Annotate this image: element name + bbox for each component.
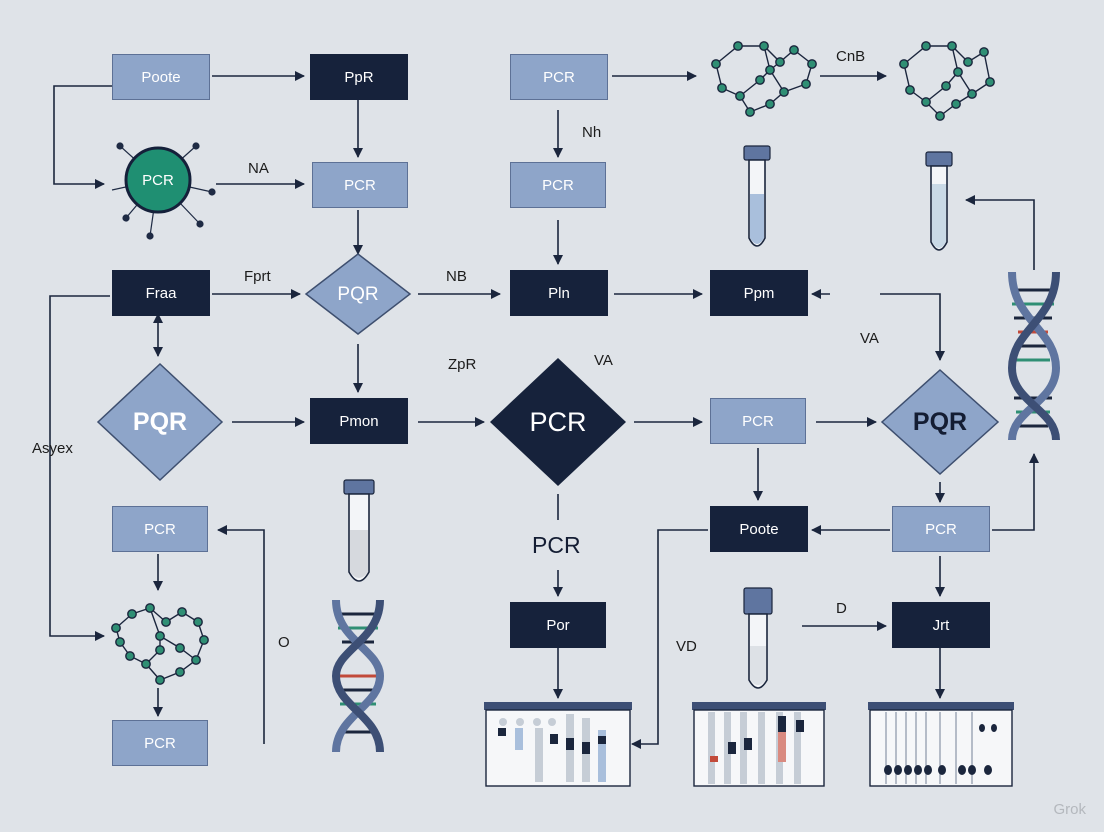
node-fraa: Fraa: [112, 270, 210, 316]
gel-panel-icon: [692, 702, 826, 787]
test-tube-icon: [925, 151, 953, 251]
node-poote-dark: Poote: [710, 506, 808, 552]
pqr-diamond-small-label: PQR: [337, 284, 379, 305]
node-pcr-col2-row2: PCR: [312, 162, 408, 208]
label-nh: Nh: [582, 124, 602, 141]
node-ppr: PpR: [310, 54, 408, 100]
node-pln: Pln: [510, 270, 608, 316]
pqr-diamond-right: [880, 368, 1000, 476]
label-o: O: [278, 634, 290, 651]
dna-helix-icon: [331, 599, 385, 753]
pqr-diamond-left: [96, 362, 224, 482]
node-pcr-top-mid: PCR: [510, 54, 608, 100]
node-pcr-left-row5: PCR: [112, 506, 208, 552]
node-ppm: Ppm: [710, 270, 808, 316]
label-d: D: [836, 600, 847, 617]
connector-arrows: [49, 71, 1039, 749]
label-na: NA: [248, 160, 269, 177]
pqr-diamond-left-label: PQR: [132, 407, 188, 436]
label-fprt: Fprt: [244, 268, 271, 285]
label-va-right: VA: [860, 330, 879, 347]
virus-icon: [111, 142, 216, 240]
label-vd: VD: [676, 638, 697, 655]
test-tube-icon: [743, 587, 773, 689]
dna-helix-icon: [1007, 271, 1061, 441]
molecule-icon: [111, 603, 209, 685]
node-pcr-right-row5: PCR: [892, 506, 990, 552]
test-tube-icon: [743, 145, 771, 247]
node-pcr-col4-row2: PCR: [510, 162, 606, 208]
label-asyex: Asyex: [32, 440, 73, 457]
node-por: Por: [510, 602, 606, 648]
node-pcr-left-bottom: PCR: [112, 720, 208, 766]
node-jrt: Jrt: [892, 602, 990, 648]
molecule-icon: [711, 41, 817, 117]
node-poote-top: Poote: [112, 54, 210, 100]
label-pcr-center: PCR: [532, 532, 581, 558]
pqr-diamond-small: [304, 253, 412, 335]
pcr-diamond-dark-label: PCR: [529, 406, 587, 437]
node-pmon: Pmon: [310, 398, 408, 444]
watermark-text: Grok: [1053, 801, 1086, 818]
gel-panel-icon: [484, 702, 632, 787]
label-va-center: VA: [594, 352, 613, 369]
test-tube-icon: [343, 479, 375, 582]
pqr-diamond-right-label: PQR: [912, 407, 968, 436]
gel-panel-icon: [868, 702, 1014, 787]
pcr-diamond-dark: [490, 358, 626, 486]
virus-label: PCR: [142, 171, 174, 189]
label-zpr: ZpR: [448, 356, 477, 373]
label-cnb: CnB: [836, 48, 866, 65]
molecule-icon: [899, 41, 995, 121]
node-pcr-row4-right: PCR: [710, 398, 806, 444]
label-nb: NB: [446, 268, 467, 285]
